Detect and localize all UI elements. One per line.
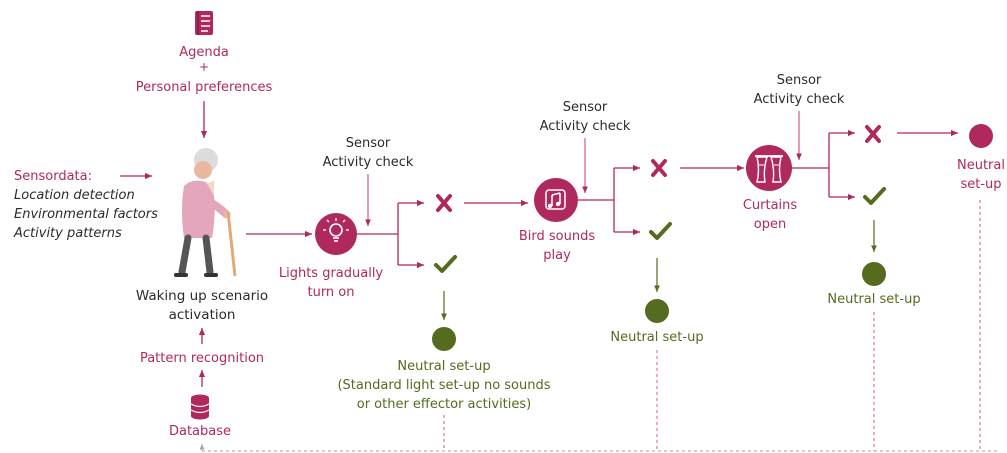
final-neutral-node bbox=[969, 124, 993, 148]
music-note-icon bbox=[545, 189, 566, 210]
sensor-label: Activity check bbox=[323, 155, 414, 170]
sensor-label: Activity check bbox=[540, 119, 631, 134]
sensor-label: Sensor bbox=[346, 136, 391, 151]
neutral-setup-detail: or other effector activities) bbox=[357, 397, 532, 412]
cross-mark-icon bbox=[865, 125, 881, 143]
check-mark-icon bbox=[434, 255, 457, 273]
database-icon bbox=[190, 394, 210, 420]
scenario-title: activation bbox=[169, 307, 236, 323]
neutral-node bbox=[645, 299, 669, 323]
sensordata-item: Location detection bbox=[14, 188, 135, 203]
neutral-setup-label: Neutral set-up bbox=[610, 330, 703, 345]
check-mark-icon bbox=[649, 222, 672, 240]
neutral-setup-detail: (Standard light set-up no sounds bbox=[337, 378, 550, 393]
lights-step-label: turn on bbox=[307, 285, 354, 300]
bird-sounds-step-label: Bird sounds bbox=[519, 229, 595, 244]
plus-sign: + bbox=[199, 60, 209, 74]
check-mark-icon bbox=[863, 187, 886, 205]
cross-mark-icon bbox=[651, 159, 667, 177]
pattern-recognition-label: Pattern recognition bbox=[140, 351, 264, 366]
neutral-node bbox=[862, 262, 886, 286]
curtains-step-label: open bbox=[754, 217, 786, 232]
bird-sounds-step-node bbox=[534, 178, 578, 222]
scenario-title: Waking up scenario bbox=[136, 288, 268, 304]
lights-step-node bbox=[315, 213, 357, 255]
final-neutral-label: Neutral bbox=[957, 158, 1005, 173]
sensor-label: Activity check bbox=[754, 92, 845, 107]
neutral-setup-label: Neutral set-up bbox=[397, 359, 490, 374]
final-neutral-label: set-up bbox=[960, 177, 1001, 192]
agenda-label: Agenda bbox=[179, 45, 229, 60]
curtains-icon bbox=[755, 155, 783, 183]
neutral-setup-label: Neutral set-up bbox=[827, 292, 920, 307]
bird-sounds-step-label: play bbox=[543, 248, 571, 263]
curtains-step-label: Curtains bbox=[743, 198, 798, 213]
database-label: Database bbox=[169, 424, 231, 439]
preferences-label: Personal preferences bbox=[136, 80, 273, 95]
curtains-step-node bbox=[746, 145, 792, 191]
sensordata-item: Activity patterns bbox=[13, 226, 122, 241]
agenda-book-icon bbox=[195, 11, 213, 35]
sensordata-item: Environmental factors bbox=[14, 207, 158, 222]
elderly-woman-icon bbox=[174, 148, 237, 277]
sensor-label: Sensor bbox=[563, 100, 608, 115]
lightbulb-icon bbox=[323, 218, 349, 242]
sensordata-title: Sensordata: bbox=[14, 169, 92, 184]
cross-mark-icon bbox=[436, 194, 452, 212]
lights-step-label: Lights gradually bbox=[279, 266, 384, 281]
neutral-node bbox=[432, 327, 456, 351]
sensor-label: Sensor bbox=[777, 73, 822, 88]
